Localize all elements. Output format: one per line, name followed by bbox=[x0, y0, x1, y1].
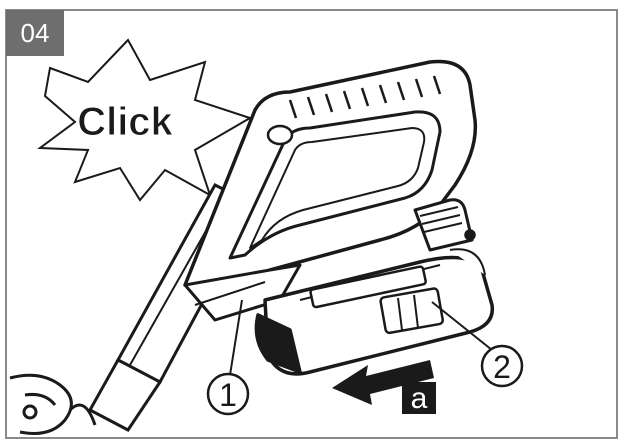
tool-base bbox=[9, 373, 97, 435]
callout-2-label: 2 bbox=[493, 349, 511, 385]
direction-label: a bbox=[411, 382, 428, 415]
step-number-badge: 04 bbox=[6, 10, 64, 56]
callout-1-leader bbox=[229, 299, 243, 376]
callout-1-label: 1 bbox=[219, 377, 237, 413]
click-text: Click bbox=[77, 100, 173, 144]
click-starburst bbox=[37, 38, 253, 202]
callout-2: 2 bbox=[480, 344, 524, 388]
callout-2-leader bbox=[431, 301, 493, 351]
tool-handle bbox=[183, 59, 478, 322]
direction-arrow bbox=[332, 360, 434, 405]
callout-1: 1 bbox=[206, 372, 250, 416]
direction-label-box bbox=[402, 382, 436, 414]
battery-pack bbox=[254, 198, 495, 376]
